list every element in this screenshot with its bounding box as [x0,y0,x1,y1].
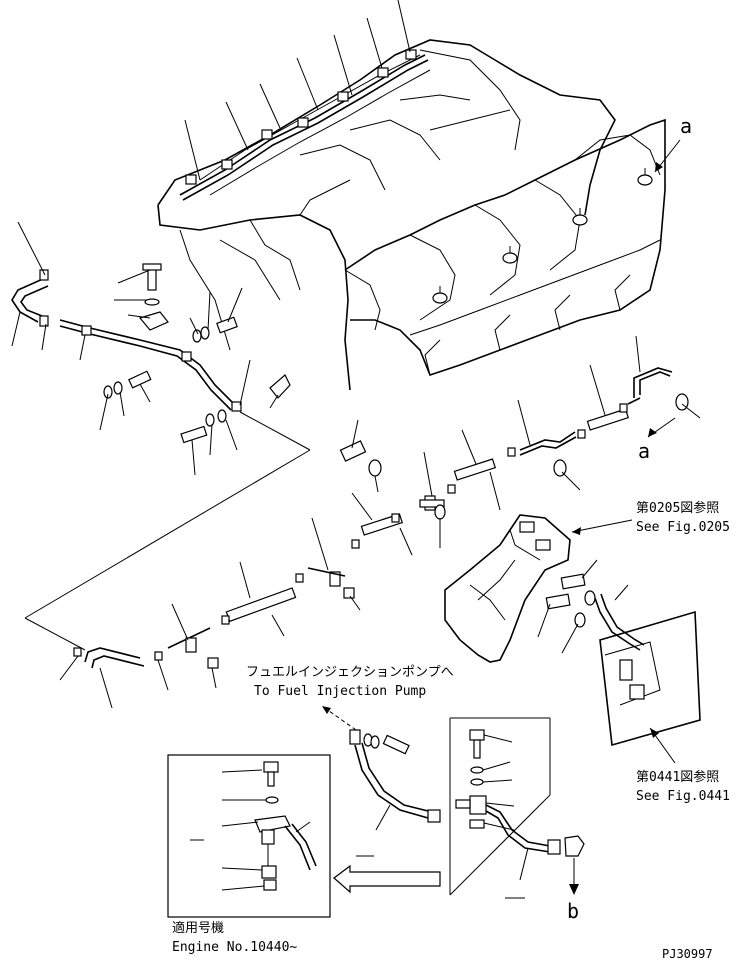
injector-nozzle [432,286,448,304]
detail-assembly-right: b [449,717,585,923]
leader-lines-top [184,0,411,181]
left-fuel-pipe-assembly [11,263,291,444]
injector-nozzle [502,246,518,264]
middle-fuel-pipe-chain [73,367,689,669]
injector-nozzle [572,208,588,226]
leader-lines-hose [356,804,391,857]
callout-label: a [680,114,692,138]
applicability-caption: 適用号機 Engine No.10440~ [172,920,297,955]
leader-lines-right [537,559,629,654]
callout-a-mid: a [638,417,676,463]
destination-jp: フュエルインジェクションポンプへ [246,665,454,680]
reference-fig-0205: 第0205図参照 See Fig.0205 [571,500,730,535]
leader-lines-left [11,221,311,651]
right-side-parts [545,573,701,747]
reference-fig-0441-jp: 第0441図参照 [636,769,719,785]
leader-lines-detail-right [482,734,529,899]
callout-label: a [638,439,650,463]
leader-lines-detail-left [190,769,311,891]
detail-box-engine-variant [167,754,331,918]
engine-block [157,39,666,391]
fuel-hose [349,729,441,823]
applicability-en: Engine No.10440~ [172,940,297,955]
reference-fig-0441: 第0441図参照 See Fig.0441 [636,727,730,804]
injector-nozzle [637,168,653,186]
leader-lines-middle [59,335,701,709]
callout-b: b [567,899,579,923]
callout-a-top: a [654,114,692,173]
hollow-arrow-left [333,864,441,894]
reference-fig-0441-en: See Fig.0441 [636,789,730,804]
reference-fig-0205-jp: 第0205図参照 [636,500,719,516]
top-fuel-rail [179,49,429,201]
applicability-jp: 適用号機 [172,920,224,936]
mounting-bracket [444,514,571,663]
destination-en: To Fuel Injection Pump [254,684,426,699]
reference-fig-0205-en: See Fig.0205 [636,520,730,535]
drawing-number: PJ30997 [662,947,713,961]
destination-label: フュエルインジェクションポンプへ To Fuel Injection Pump [246,665,454,731]
